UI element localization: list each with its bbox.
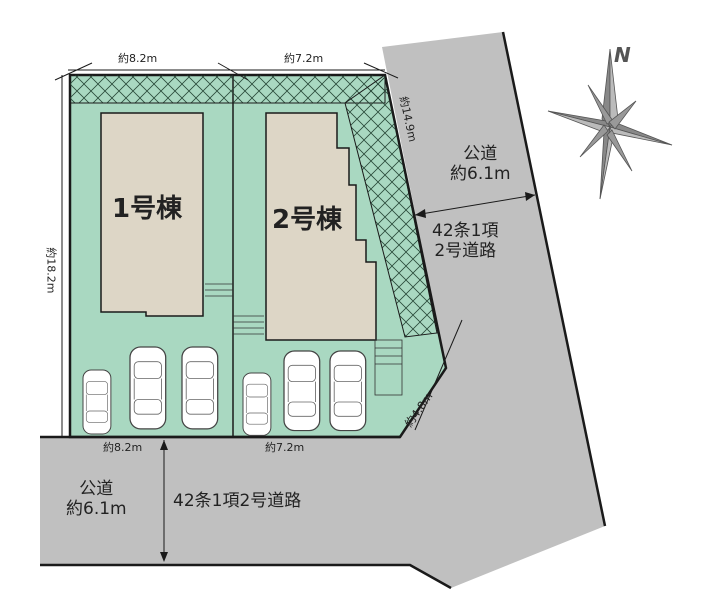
road-area [40, 32, 605, 588]
dim-left-side: 約18.2m [44, 247, 58, 294]
south-road-width: 約6.1m [66, 498, 127, 519]
compass-north-label: N [614, 43, 631, 67]
south-road-info: 公道 約6.1m [66, 479, 127, 519]
building-1 [100, 112, 204, 317]
compass-rose-icon [547, 48, 673, 200]
hatch-area-top [69, 74, 386, 104]
east-road-type: 42条1項 2号道路 [432, 221, 499, 261]
east-road-info: 公道 約6.1m [450, 144, 511, 184]
dim-bottom-lot1: 約8.2m [103, 441, 143, 454]
entrance-steps [205, 283, 403, 396]
dim-top-lot2: 約7.2m [284, 52, 324, 65]
dim-bottom-lot2: 約7.2m [265, 441, 305, 454]
east-road-width: 約6.1m [450, 163, 511, 184]
building-1-label: 1号棟 [112, 194, 183, 224]
dim-top-lot1: 約8.2m [118, 52, 158, 65]
east-road-type-line1: 42条1項 [432, 221, 499, 241]
hatch-area-right [344, 74, 438, 338]
south-road-type: 42条1項2号道路 [173, 491, 302, 511]
dimension-lines [54, 62, 536, 560]
south-road-name: 公道 [79, 479, 114, 499]
east-road-type-line2: 2号道路 [434, 240, 497, 261]
building-2-label: 2号棟 [272, 205, 343, 235]
east-road-name: 公道 [463, 144, 498, 164]
